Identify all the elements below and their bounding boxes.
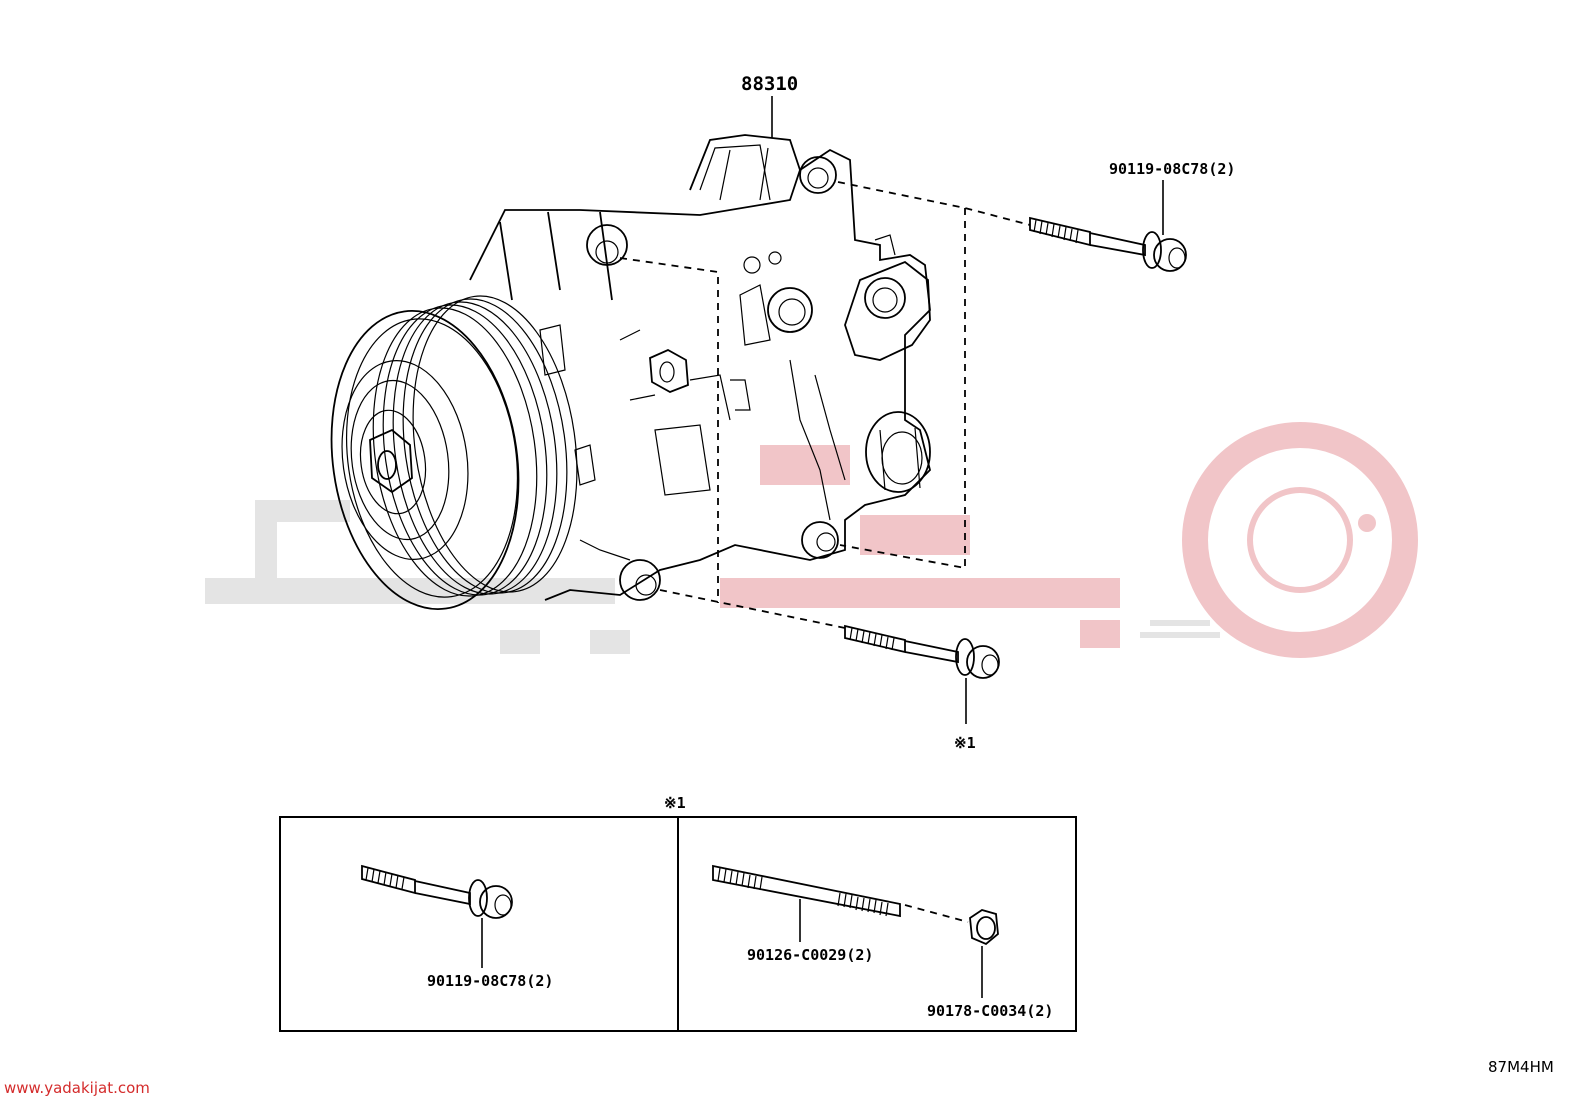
callout-box-nut: 90178-C0034(2) bbox=[927, 1002, 1053, 1020]
ac-compressor bbox=[330, 134, 931, 610]
leader-lines bbox=[771, 96, 1164, 724]
bolt-upper bbox=[1029, 216, 1187, 272]
inset-stud bbox=[712, 864, 901, 942]
diagram-code: 87M4HM bbox=[1488, 1058, 1554, 1076]
callout-box-stud: 90126-C0029(2) bbox=[747, 946, 873, 964]
callout-bolt-top: 90119-08C78(2) bbox=[1109, 160, 1235, 178]
bolt-lower bbox=[844, 624, 1000, 679]
inset-box bbox=[279, 816, 1077, 1032]
callout-compressor: 88310 bbox=[741, 73, 798, 95]
inset-bolt bbox=[361, 864, 513, 968]
callout-ref-mark-side: ※1 bbox=[954, 734, 976, 752]
mounting-guide-lines bbox=[619, 181, 1031, 923]
watermark-site-link[interactable]: www.yadakijat.com bbox=[4, 1079, 150, 1097]
callout-ref-mark-box: ※1 bbox=[664, 794, 686, 812]
inset-nut bbox=[969, 909, 999, 998]
callout-box-bolt: 90119-08C78(2) bbox=[427, 972, 553, 990]
watermark-logo bbox=[205, 422, 1418, 658]
